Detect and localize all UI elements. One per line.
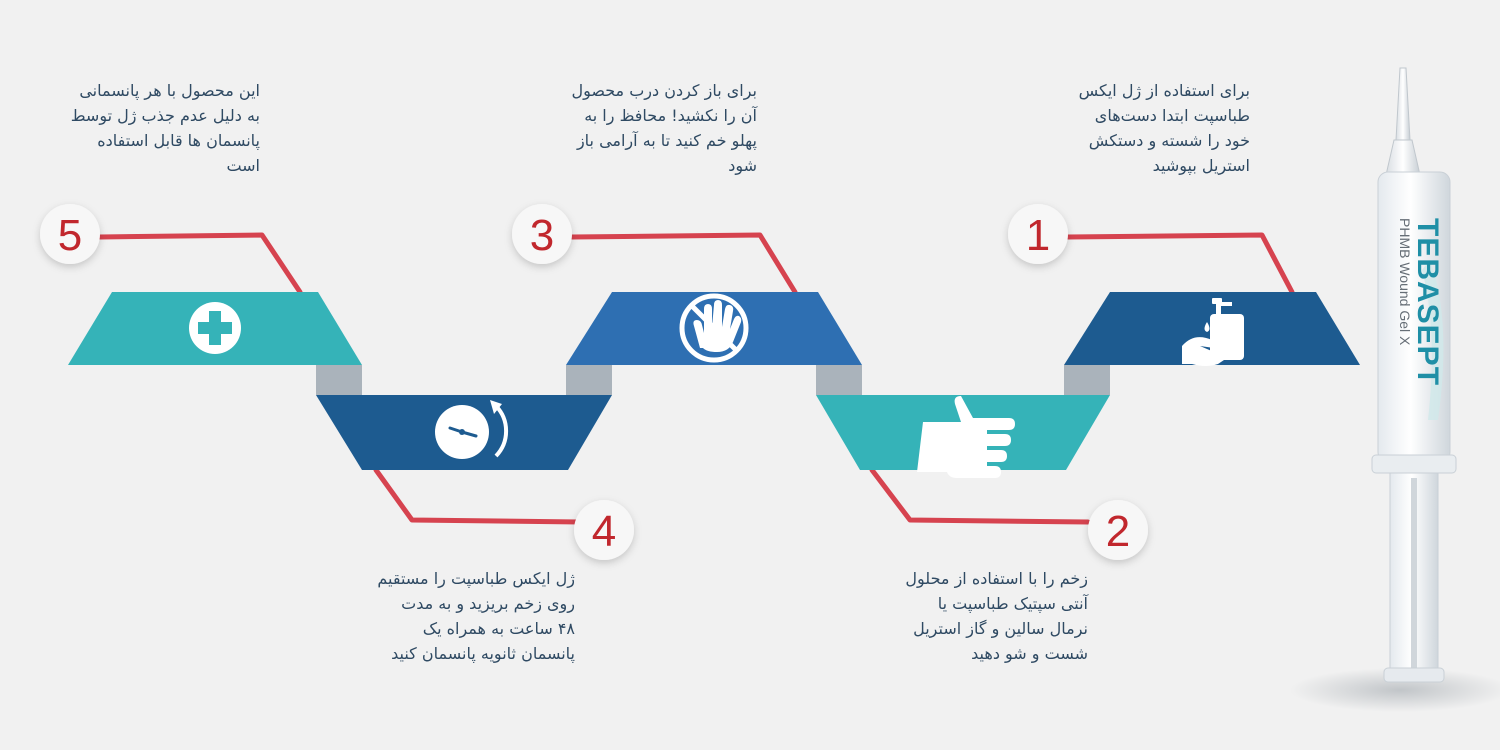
no-pull-icon — [679, 293, 749, 363]
product-brand: TEBASEPT — [1411, 218, 1444, 386]
hand-wash-icon — [1182, 298, 1244, 366]
clock-icon — [435, 400, 509, 459]
fold-2-3 — [816, 365, 862, 395]
syringe-nozzle — [1395, 67, 1411, 141]
step-5-badge: 5 — [40, 204, 100, 264]
syringe-plunger-cap — [1383, 667, 1445, 683]
hand-drop-icon — [917, 396, 1015, 478]
connector-line-4 — [373, 467, 583, 525]
syringe-flange — [1371, 454, 1457, 474]
product-subtitle: PHMB Wound Gel X — [1397, 218, 1413, 346]
step-5-number: 5 — [58, 211, 82, 260]
step-1-text: برای استفاده از ژل ایکس طباسپت ابتدا دست… — [1078, 81, 1250, 175]
syringe-shadow — [1290, 668, 1500, 712]
product-syringe: TEBASEPT PHMB Wound Gel X — [1290, 67, 1500, 712]
fold-connectors — [316, 365, 1110, 395]
step-4-badge: 4 — [574, 500, 634, 560]
plus-icon — [189, 302, 241, 354]
step-3-badge: 3 — [512, 204, 572, 264]
step-2-number: 2 — [1106, 507, 1130, 556]
step-3-text: برای باز کردن درب محصول آن را نکشید! محا… — [571, 81, 757, 175]
syringe-neck — [1385, 139, 1421, 176]
step-1-badge: 1 — [1008, 204, 1068, 264]
connector-line-1 — [1065, 232, 1295, 295]
number-badges: 1 2 3 4 5 — [40, 204, 1148, 560]
banners — [68, 292, 1360, 470]
fold-3-4 — [566, 365, 612, 395]
connector-line-5 — [97, 232, 303, 295]
step-1-number: 1 — [1026, 211, 1050, 260]
step-2-badge: 2 — [1088, 500, 1148, 560]
fold-4-5 — [316, 365, 362, 395]
connector-line-3 — [569, 232, 798, 295]
step-2-text: زخم را با استفاده از محلول آنتی سپتیک طب… — [905, 569, 1088, 663]
connector-line-2 — [869, 467, 1091, 525]
step-3-number: 3 — [530, 211, 554, 260]
step-4-text: ژل ایکس طباسپت را مستقیم روی زخم بریزید … — [377, 569, 575, 663]
fold-1-2 — [1064, 365, 1110, 395]
step-5-text: این محصول با هر پانسمانی به دلیل عدم جذب… — [70, 81, 260, 175]
step-4-number: 4 — [592, 507, 616, 556]
connector-lines — [97, 232, 1295, 525]
